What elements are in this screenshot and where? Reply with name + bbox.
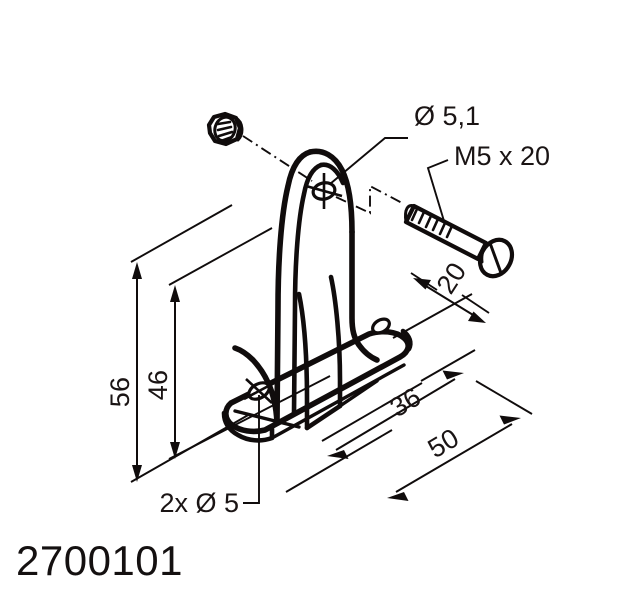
extension-line-bottom-46	[168, 375, 331, 460]
upright-bore	[305, 173, 343, 209]
arrowhead-start-36	[327, 450, 349, 459]
upright-inner-top	[318, 162, 346, 186]
base-seam-right	[338, 379, 379, 408]
arrowhead-end-50	[499, 415, 521, 425]
leader-line-bore-diameter	[329, 137, 408, 185]
extension-line-top-46	[168, 227, 273, 286]
dimension-depth-20: 20	[392, 257, 490, 339]
dimension-label-56: 56	[105, 377, 135, 407]
base-bore-front-tick-b	[243, 381, 275, 401]
base-bore-rear	[371, 317, 391, 335]
callout-label-bore-diameter: Ø 5,1	[414, 101, 480, 131]
screw-head-junction	[480, 241, 488, 264]
extension-line-start-50	[285, 429, 393, 493]
upright-right-fillet-to-base	[356, 342, 380, 363]
screw-shank	[403, 203, 489, 262]
dimension-line-20	[420, 282, 479, 319]
bore-centerline-horizontal	[305, 184, 343, 198]
upright-left-fillet-to-base	[232, 345, 280, 426]
callout-label-base-holes: 2x Ø 5	[159, 488, 239, 518]
dimension-line-50	[395, 423, 513, 493]
leader-line-base-holes	[243, 395, 260, 504]
base-seam-left	[233, 409, 301, 429]
upright-top-cap	[307, 148, 355, 235]
callout-label-screw-spec: M5 x 20	[454, 141, 550, 171]
dimension-label-46: 46	[143, 370, 173, 400]
slotted-pan-head-screw	[403, 203, 515, 279]
arrowhead-start-20	[413, 278, 431, 290]
arrowhead-top-46	[170, 285, 180, 302]
upright-inner-left	[291, 162, 324, 417]
hex-nut-side-face	[234, 116, 244, 142]
base-plate-top-face	[223, 328, 411, 435]
screw-thread-marks	[410, 207, 454, 239]
centerline-nut-to-bore	[242, 135, 313, 182]
screw-tip	[404, 204, 416, 224]
base-bore-rear-ellipse	[371, 317, 391, 335]
bracket-body	[221, 148, 413, 443]
extension-line-end-36	[420, 349, 476, 382]
base-plate-front-edge	[221, 410, 275, 443]
hex-nut	[206, 111, 244, 147]
gusset-rib-left	[296, 291, 310, 431]
callout-base-holes: 2x Ø 5	[159, 395, 260, 518]
upright-right-contour	[349, 229, 362, 348]
extension-line-end-50	[475, 380, 533, 415]
arrowhead-start-50	[387, 492, 409, 501]
part-number: 2700101	[16, 537, 183, 584]
dimension-line-36	[335, 378, 456, 451]
dimension-height-overall: 56	[105, 204, 251, 483]
leader-line-screw-spec	[426, 159, 449, 222]
dimension-label-50: 50	[423, 423, 465, 464]
arrowhead-bottom-46	[170, 442, 180, 459]
extension-line-start-36	[321, 382, 423, 442]
hex-nut-thread-marks	[216, 120, 234, 143]
upright-left-contour	[274, 149, 313, 426]
callout-screw-spec: M5 x 20	[426, 141, 550, 222]
dimension-height-hole-center: 46	[143, 227, 331, 460]
gusset-rib-right	[328, 274, 343, 409]
arrowhead-top-56	[132, 262, 142, 279]
arrowhead-end-36	[442, 370, 464, 380]
arrowhead-end-20	[468, 311, 486, 323]
extension-line-top-56	[130, 204, 233, 263]
gusset-rib-bottom	[304, 403, 343, 431]
base-plate-right-edge	[400, 328, 413, 352]
screw-slot	[488, 241, 503, 275]
centerline-bore-to-screw	[335, 184, 405, 215]
arrowhead-bottom-56	[132, 465, 142, 482]
callout-bore-diameter: Ø 5,1	[329, 101, 480, 185]
base-bore-front	[243, 378, 275, 404]
